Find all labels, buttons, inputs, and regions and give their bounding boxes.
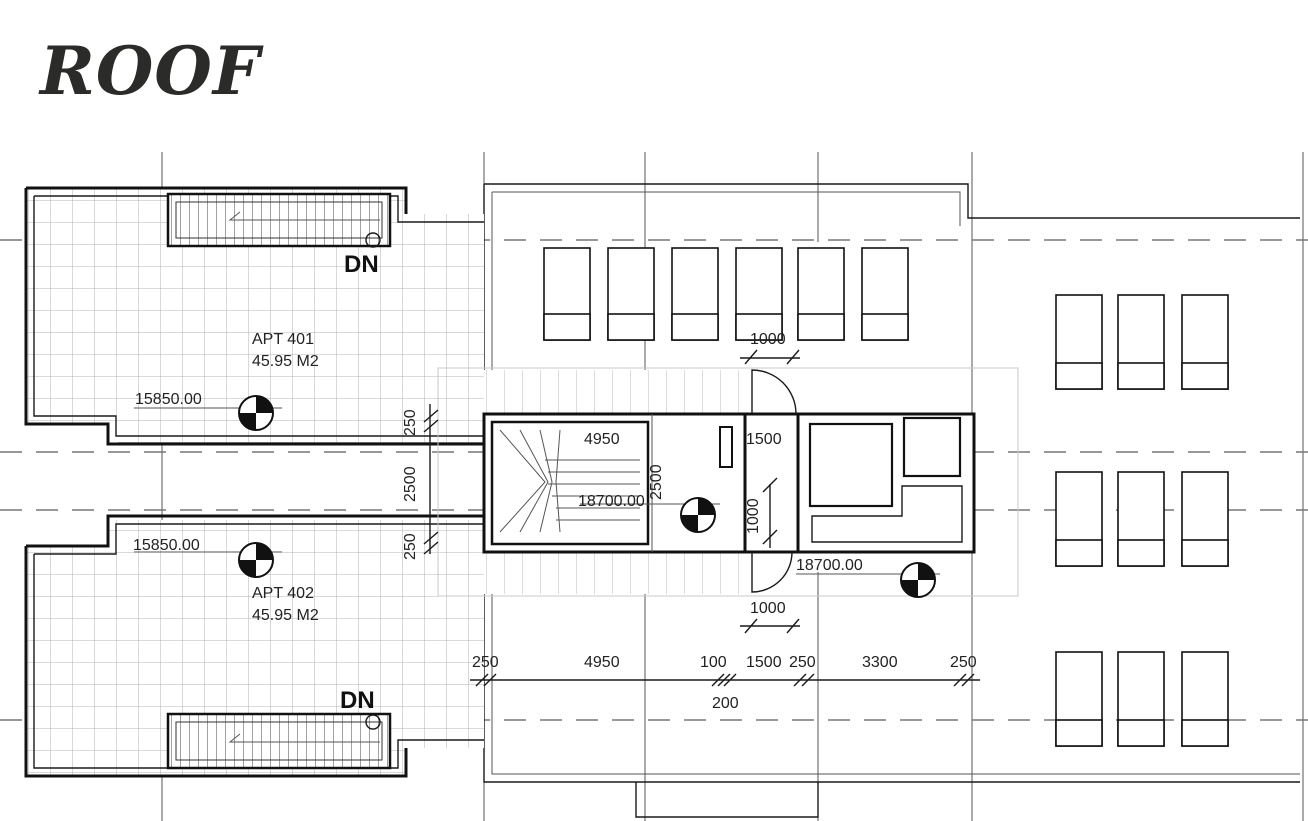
apt-401-name: APT 401 bbox=[252, 331, 314, 348]
sun-lounger-top-3 bbox=[671, 247, 719, 341]
sun-lounger-right-3-2 bbox=[1117, 651, 1165, 747]
sun-lounger-top-5 bbox=[797, 247, 845, 341]
bottom-dim-6: 3300 bbox=[862, 654, 898, 671]
sun-lounger-top-1 bbox=[543, 247, 591, 341]
sun-lounger-right-1-1 bbox=[1055, 294, 1103, 390]
bottom-dim-sub: 200 bbox=[712, 695, 739, 712]
sun-lounger-right-2-3 bbox=[1181, 471, 1229, 567]
core-landing-depth: 1000 bbox=[745, 498, 762, 534]
door-width-top: 1000 bbox=[750, 331, 786, 348]
core-stair-width: 4950 bbox=[584, 431, 620, 448]
bottom-dim-4: 1500 bbox=[746, 654, 782, 671]
terrace-apt-402 bbox=[24, 514, 484, 778]
apt-401-level: 15850.00 bbox=[135, 391, 202, 408]
labels: DN DN APT 401 45.95 M2 15850.00 APT 402 … bbox=[133, 251, 977, 714]
sun-lounger-right-1-2 bbox=[1117, 294, 1165, 390]
sun-lounger-right-2-1 bbox=[1055, 471, 1103, 567]
sun-lounger-right-2-2 bbox=[1117, 471, 1165, 567]
bottom-dim-5: 250 bbox=[789, 654, 816, 671]
wall-dim-middle: 2500 bbox=[402, 466, 419, 502]
core-stair-depth: 2500 bbox=[648, 464, 665, 500]
level-marker-core bbox=[680, 497, 716, 533]
core-landing-width: 1500 bbox=[746, 431, 782, 448]
level-marker-roof bbox=[900, 562, 936, 598]
sun-lounger-top-6 bbox=[861, 247, 909, 341]
sun-lounger-top-4 bbox=[735, 247, 783, 341]
apt-402-name: APT 402 bbox=[252, 585, 314, 602]
bottom-dim-2: 4950 bbox=[584, 654, 620, 671]
terrace-apt-401 bbox=[24, 186, 484, 446]
apt-402-area: 45.95 M2 bbox=[252, 607, 319, 624]
apt-402-level: 15850.00 bbox=[133, 537, 200, 554]
apt-401-area: 45.95 M2 bbox=[252, 353, 319, 370]
wall-dim-top: 250 bbox=[402, 409, 419, 436]
wall-dim-bottom: 250 bbox=[402, 533, 419, 560]
bottom-dim-1: 250 bbox=[472, 654, 499, 671]
roof-level: 18700.00 bbox=[796, 557, 863, 574]
service-core bbox=[482, 369, 976, 593]
roof-slab bbox=[483, 183, 1300, 818]
door-width-bottom: 1000 bbox=[750, 600, 786, 617]
sun-loungers bbox=[543, 247, 1229, 747]
level-marker-apt-401 bbox=[238, 395, 274, 431]
stair-label-dn-bottom: DN bbox=[340, 687, 375, 714]
page-title: ROOF bbox=[40, 32, 261, 110]
bottom-dim-7: 250 bbox=[950, 654, 977, 671]
stair-label-dn-top: DN bbox=[344, 251, 379, 278]
sun-lounger-right-3-3 bbox=[1181, 651, 1229, 747]
level-markers bbox=[238, 395, 936, 598]
roof-floor-plan: DN DN APT 401 45.95 M2 15850.00 APT 402 … bbox=[0, 152, 1308, 821]
sun-lounger-right-3-1 bbox=[1055, 651, 1103, 747]
bottom-dim-3: 100 bbox=[700, 654, 727, 671]
sun-lounger-top-2 bbox=[607, 247, 655, 341]
core-approach bbox=[437, 367, 1019, 597]
sun-lounger-right-1-3 bbox=[1181, 294, 1229, 390]
level-marker-apt-402 bbox=[238, 542, 274, 578]
core-level: 18700.00 bbox=[578, 493, 645, 510]
